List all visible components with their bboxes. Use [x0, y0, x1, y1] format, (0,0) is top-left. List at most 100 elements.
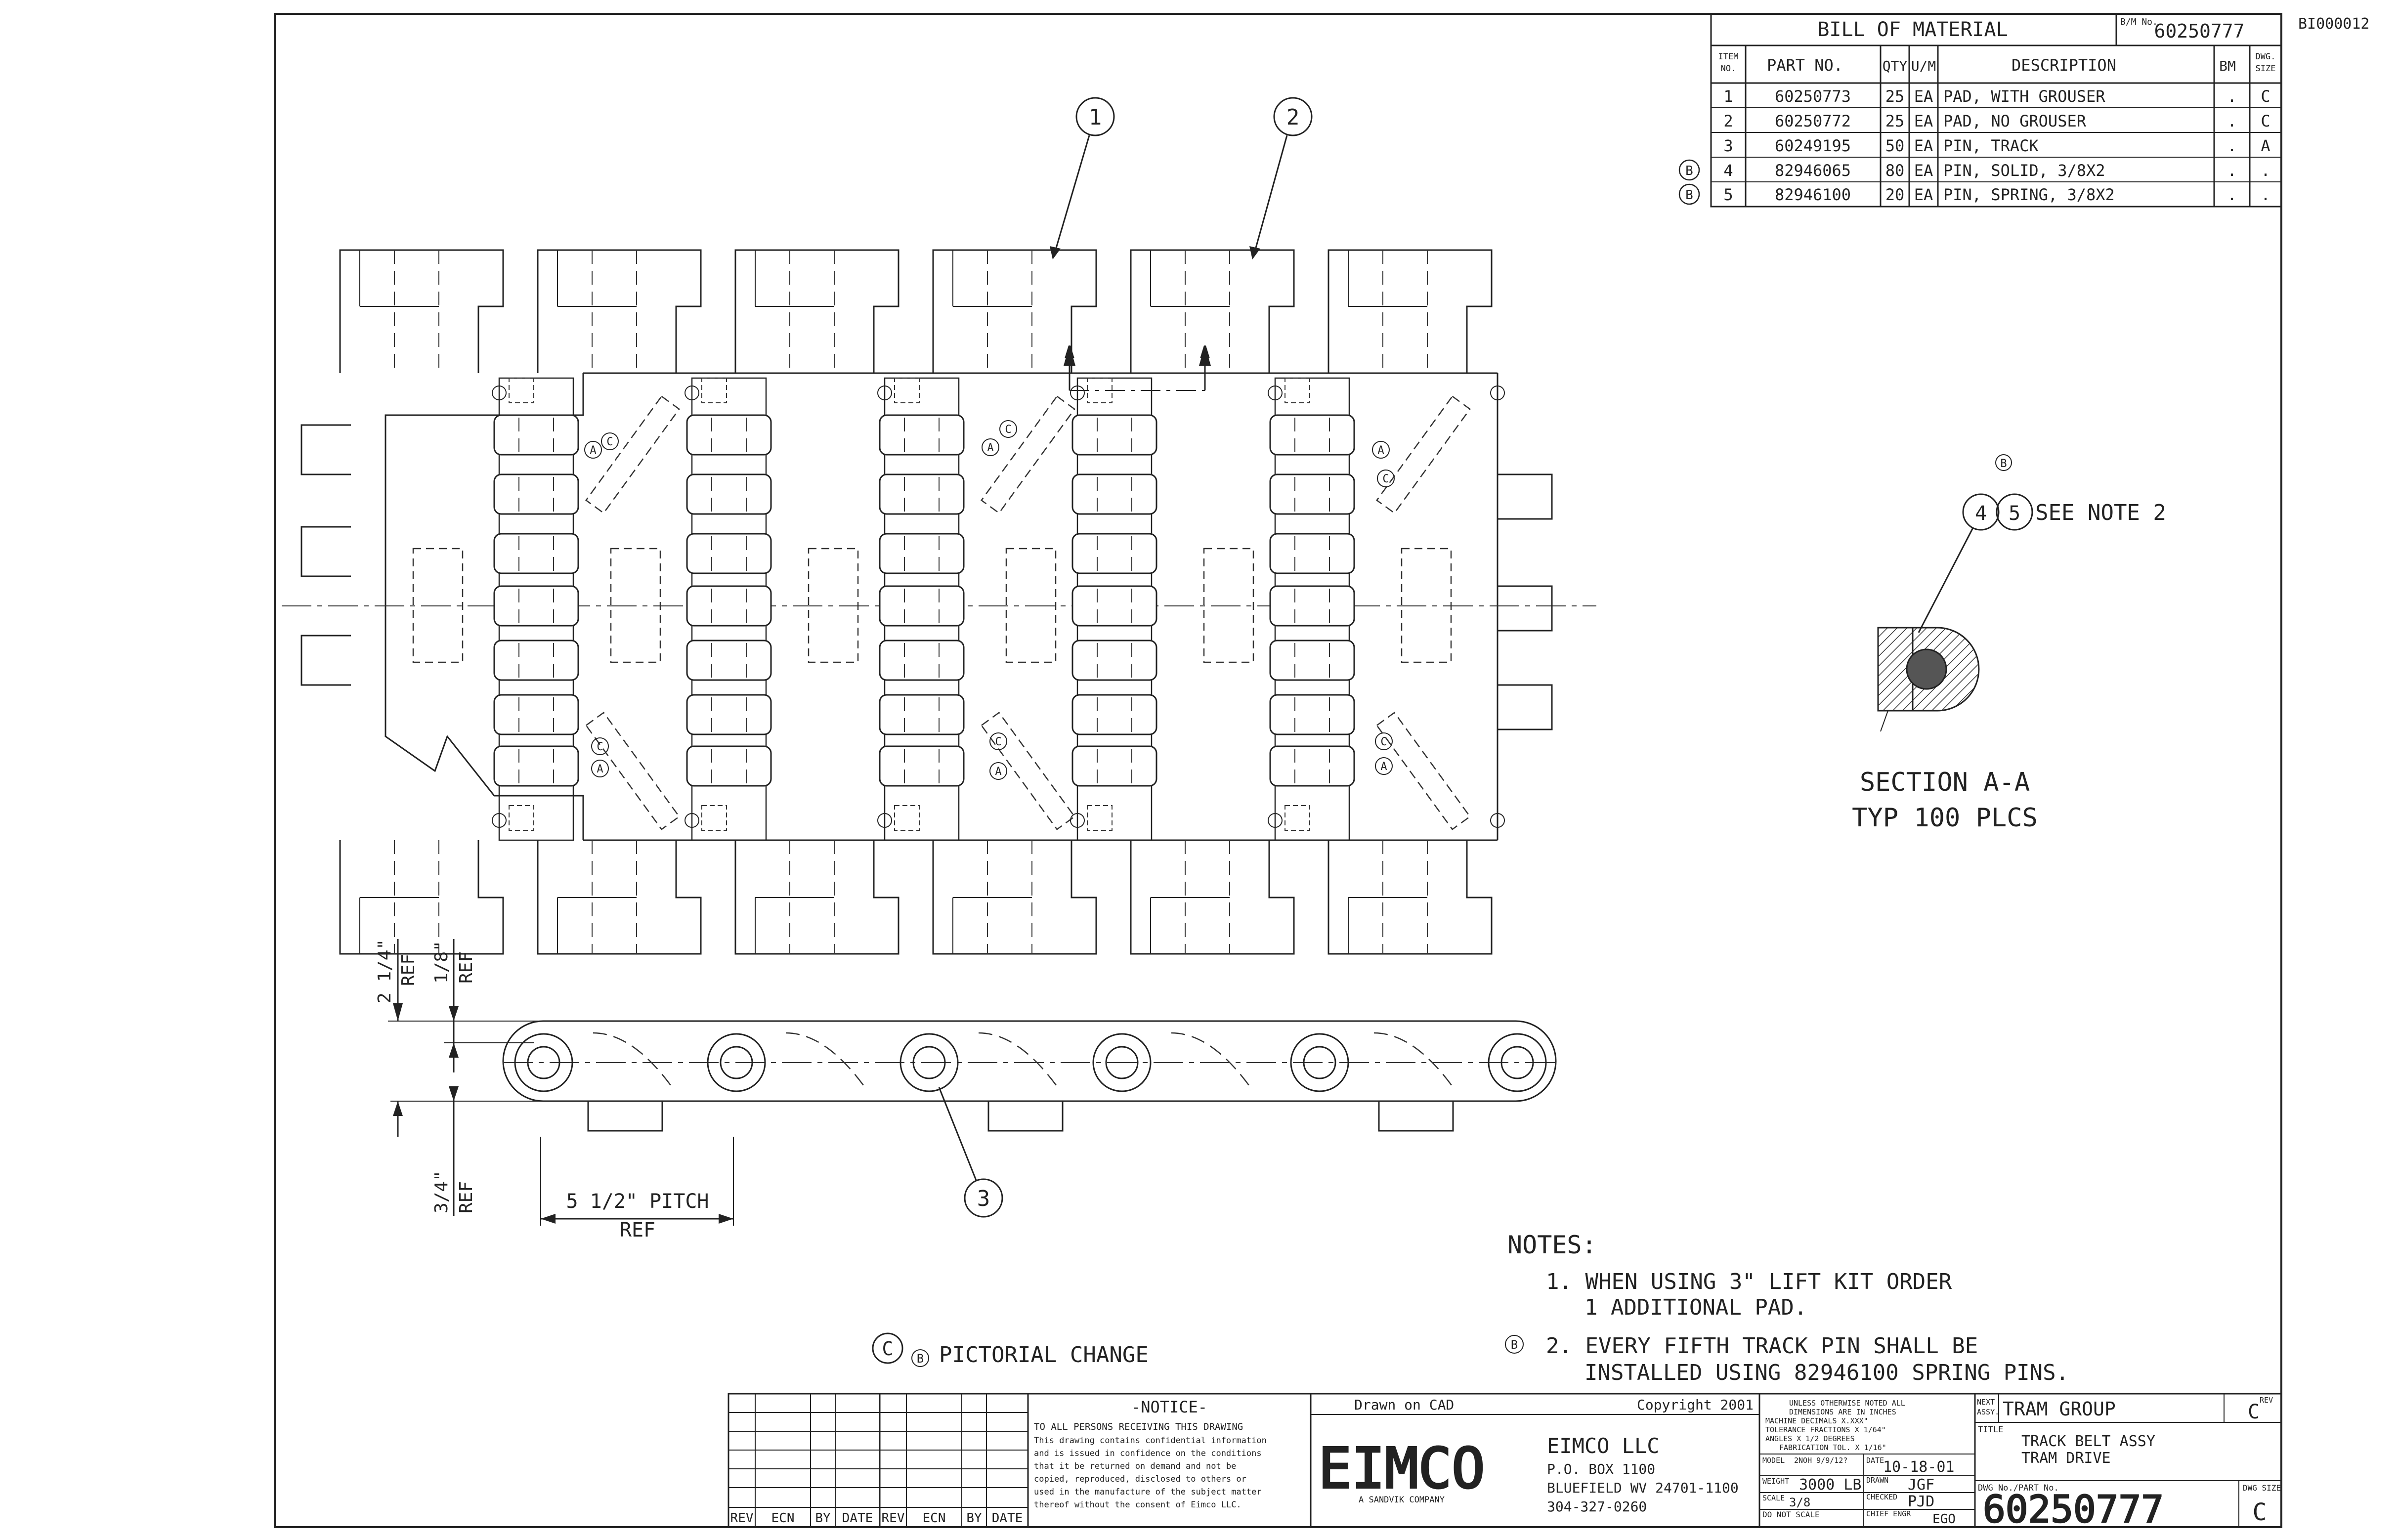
- do-not-scale: DO NOT SCALE: [1762, 1510, 1820, 1519]
- bom-item: 2: [1723, 112, 1733, 130]
- grouser-pad-bottom: [537, 840, 702, 955]
- pad-outline: [1327, 840, 1493, 955]
- bom-row-3: 3 60249195 50 EA PIN, TRACK . A: [1723, 136, 2270, 155]
- pictorial-mark: C: [601, 432, 619, 450]
- notice-line: used in the manufacture of the subject m…: [1034, 1487, 1262, 1497]
- revision-block: REV ECN BY DATE REV ECN BY DATE: [728, 1393, 1029, 1528]
- end-lug: [300, 424, 351, 475]
- track-link-column: [686, 377, 772, 841]
- notes: NOTES: 1. WHEN USING 3" LIFT KIT ORDER 1…: [1505, 1231, 2069, 1385]
- bom-item: 4: [1723, 161, 1733, 180]
- bom-row-4: B 4 82946065 80 EA PIN, SOLID, 3/8X2 . .: [1678, 159, 2270, 181]
- hidden-curve: [1373, 1032, 1454, 1088]
- hidden-curve: [785, 1032, 866, 1088]
- note-1-line-1: 1. WHEN USING 3" LIFT KIT ORDER: [1546, 1269, 1952, 1294]
- bom-bm: .: [2227, 161, 2236, 180]
- grouser-slot: [981, 395, 1075, 514]
- hidden-lug: [1005, 548, 1057, 663]
- pictorial-mark: C: [591, 737, 609, 755]
- pin-hole: [877, 385, 892, 400]
- mark-circle: [591, 737, 609, 755]
- bom-um: EA: [1914, 112, 1933, 130]
- pad-outline: [932, 840, 1097, 955]
- pin-end: [701, 805, 727, 831]
- grouser-pad-top: [1130, 249, 1295, 373]
- bom-h-part: PART NO.: [1767, 56, 1843, 75]
- pin-bore: [912, 1046, 946, 1079]
- grouser-pad-bottom: [339, 840, 504, 955]
- hidden-lug: [1401, 548, 1452, 663]
- bom-row-5: B 5 82946100 20 EA PIN, SPRING, 3/8X2 . …: [1678, 183, 2270, 205]
- track-belt-side-view: [502, 1020, 1557, 1132]
- mark-circle: [1375, 732, 1393, 750]
- balloon-1: 1: [1050, 97, 1115, 259]
- drawn-on-cad: Drawn on CAD: [1354, 1397, 1454, 1413]
- bom-part: 82946065: [1775, 161, 1851, 180]
- track-pin: [707, 1033, 766, 1092]
- dimension-3-4: 3/4" REF: [390, 1086, 593, 1216]
- mark-circle: [989, 762, 1007, 780]
- bom-bm: .: [2227, 185, 2236, 204]
- company-addr1: P.O. BOX 1100: [1547, 1461, 1655, 1477]
- grouser-slot: [585, 712, 680, 830]
- link-knuckle: [1071, 745, 1157, 787]
- pad-outline: [339, 840, 504, 955]
- company-name: EIMCO LLC: [1547, 1434, 1660, 1458]
- bom-bm: .: [2227, 112, 2236, 130]
- link-knuckle: [493, 694, 579, 735]
- bom-size: .: [2261, 185, 2270, 204]
- notice-title: -NOTICE-: [1131, 1398, 1207, 1416]
- tol-line: MACHINE DECIMALS X.XXX": [1765, 1416, 1868, 1425]
- notice-line: TO ALL PERSONS RECEIVING THIS DRAWING: [1034, 1421, 1243, 1432]
- drawn-value: JGF: [1908, 1476, 1934, 1494]
- note-2-line-1: 2. EVERY FIFTH TRACK PIN SHALL BE: [1546, 1333, 1978, 1359]
- pad-outline: [1130, 840, 1295, 955]
- model-label: MODEL: [1762, 1456, 1785, 1465]
- mark-letter: C: [597, 741, 603, 753]
- end-lug: [1498, 684, 1553, 730]
- link-knuckle: [879, 745, 965, 787]
- grouser-foot: [987, 1100, 1064, 1132]
- company-logo-sub: A SANDVIK COMPANY: [1359, 1495, 1445, 1505]
- mark-letter: A: [597, 763, 603, 775]
- see-note-2: SEE NOTE 2: [2035, 500, 2166, 525]
- svg-text:1: 1: [1089, 105, 1102, 130]
- link-knuckle: [879, 585, 965, 627]
- pin-end: [701, 378, 727, 403]
- svg-text:2 1/4": 2 1/4": [375, 939, 395, 1003]
- next-assy-label-2: ASSY.: [1977, 1408, 1999, 1416]
- company-phone: 304-327-0260: [1547, 1498, 1647, 1515]
- mark-circle: [989, 732, 1007, 750]
- grouser-pad-bottom: [734, 840, 899, 955]
- link-knuckle: [1269, 585, 1355, 627]
- next-assy: TRAM GROUP: [2003, 1398, 2116, 1420]
- bom-rev-mark: B: [1685, 188, 1693, 203]
- slot-outline: [585, 712, 680, 830]
- link-knuckle: [493, 473, 579, 515]
- hidden-lug: [808, 548, 859, 663]
- bom-h-um: U/M: [1911, 58, 1936, 74]
- link-knuckle: [686, 533, 772, 574]
- grouser-pad-top: [932, 249, 1097, 373]
- pictorial-mark: A: [989, 762, 1007, 780]
- next-assy-label: NEXT: [1977, 1398, 1995, 1407]
- drawn-label: DRAWN: [1866, 1476, 1888, 1485]
- bom-qty: 20: [1885, 185, 1905, 204]
- svg-text:B: B: [917, 1352, 924, 1366]
- slot-outline: [981, 395, 1075, 514]
- hidden-lug: [1203, 548, 1254, 663]
- pad-outline: [734, 249, 899, 373]
- bom-title: BILL OF MATERIAL: [1817, 18, 2008, 41]
- pin-hole: [685, 813, 699, 828]
- mark-circle: [982, 438, 999, 456]
- pin-end: [1087, 378, 1113, 403]
- track-link-column: [493, 377, 579, 841]
- svg-text:REF: REF: [456, 951, 476, 984]
- grouser-pad-bottom: [1327, 840, 1493, 955]
- hidden-lug: [412, 548, 464, 663]
- notice-line: thereof without the consent of Eimco LLC…: [1034, 1500, 1242, 1510]
- end-lug: [300, 635, 351, 686]
- bom-um: EA: [1914, 87, 1933, 106]
- link-knuckle: [686, 640, 772, 681]
